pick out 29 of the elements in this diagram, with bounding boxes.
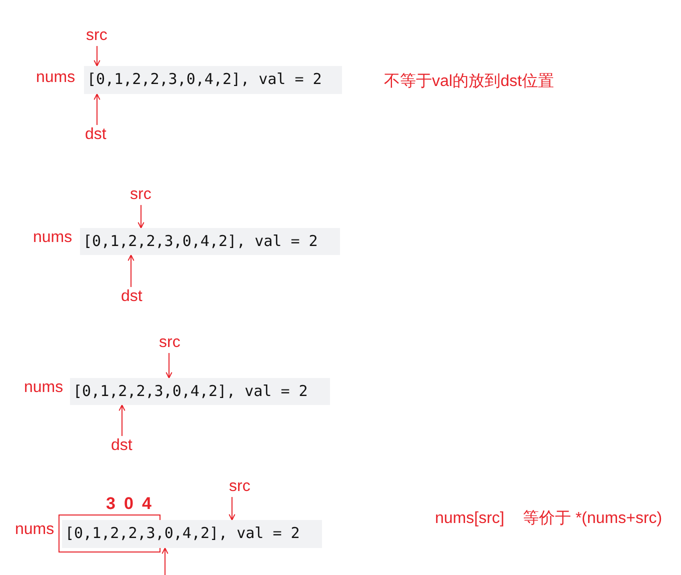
overwritten-digit: 3: [106, 495, 116, 513]
overwritten-digit: 4: [142, 495, 152, 513]
arrow: [166, 352, 172, 378]
arrow: [228, 496, 236, 520]
arrow: [118, 404, 126, 436]
pointer-label: src: [86, 27, 108, 45]
pointer-label: src: [130, 186, 152, 204]
pointer-label: src: [229, 478, 250, 496]
code-block: [0,1,2,2,3,0,4,2], val = 2: [80, 228, 340, 255]
code-block: [0,1,2,2,3,0,4,2], val = 2: [62, 520, 322, 548]
pointer-label: src: [159, 334, 180, 352]
arrow: [94, 94, 100, 126]
code-block: [0,1,2,2,3,0,4,2], val = 2: [84, 66, 342, 94]
code-block: [0,1,2,2,3,0,4,2], val = 2: [70, 378, 330, 405]
arrow: [162, 548, 168, 575]
note-text: 等价于 *(nums+src): [523, 510, 662, 528]
array-name: nums: [15, 521, 54, 539]
arrow: [94, 46, 100, 66]
array-name: nums: [33, 229, 72, 247]
array-name: nums: [36, 69, 76, 87]
pointer-label: dst: [85, 126, 106, 144]
overwritten-digit: 0: [124, 495, 134, 513]
pointer-label: dst: [121, 288, 142, 306]
arrow: [138, 204, 144, 228]
pointer-label: dst: [111, 437, 132, 455]
arrow: [128, 254, 134, 288]
note-text: 不等于val的放到dst位置: [384, 73, 554, 91]
array-name: nums: [24, 379, 64, 397]
note-text: nums[src]: [435, 510, 504, 528]
